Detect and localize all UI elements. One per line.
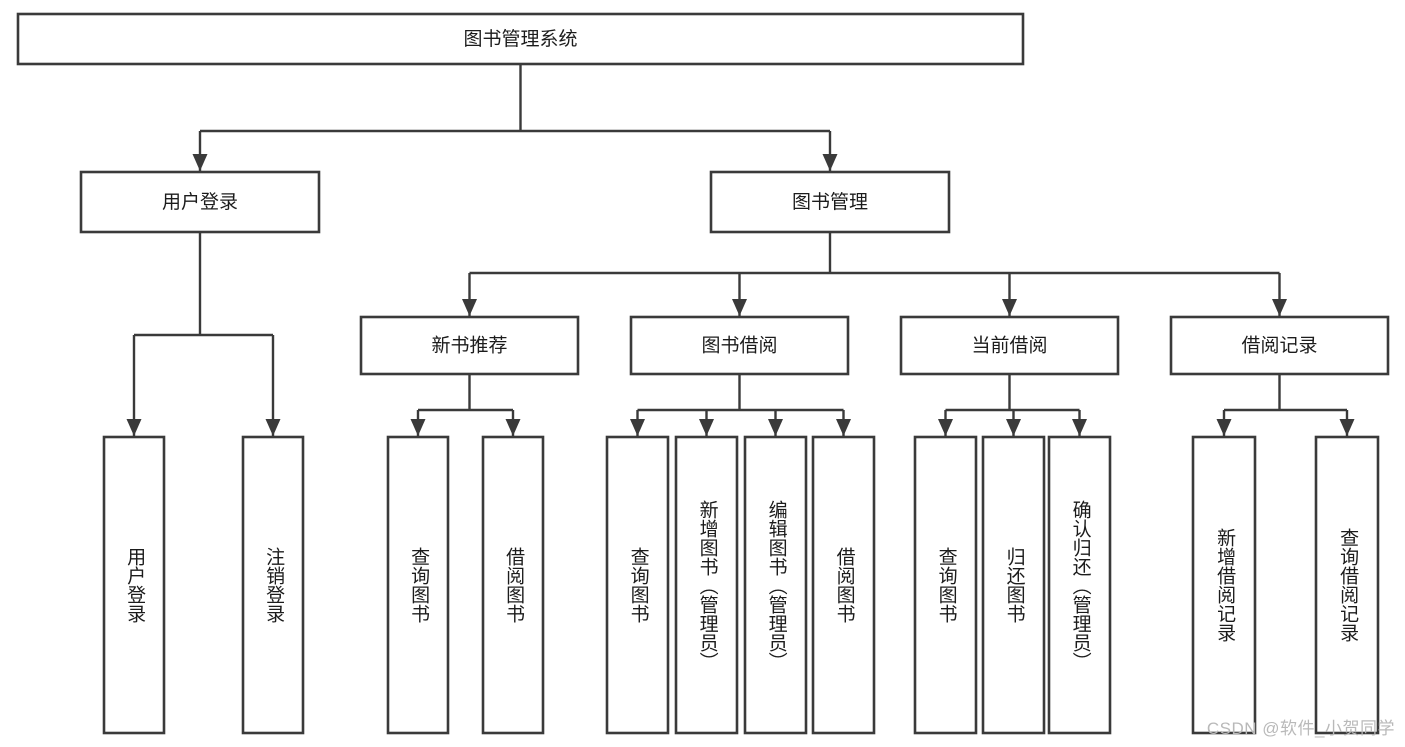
connector-book-borrow-arrow-1 (699, 419, 714, 436)
leaf-node-leaf-query-book-rec[interactable] (386, 435, 450, 735)
leaf-node-leaf-borrow-book[interactable] (811, 435, 876, 735)
node-book-borrow-rect[interactable] (629, 315, 850, 376)
connector-book-borrow-arrow-3 (836, 419, 851, 436)
leaf-node-leaf-query-book-borrow[interactable] (605, 435, 670, 735)
connector-borrow-record-lines (1222, 374, 1349, 436)
connector-new-book-recommend-arrow-0 (410, 419, 426, 436)
leaf-node-leaf-add-record[interactable] (1191, 435, 1257, 735)
connector-user-login-arrow-0 (126, 419, 142, 436)
node-current-borrow-rect[interactable] (899, 315, 1120, 376)
connector-current-borrow-arrow-1 (1006, 419, 1021, 436)
node-new-book-recommend-label: 新书推荐 (431, 335, 507, 357)
node-book-manage-rect[interactable] (709, 170, 951, 234)
connector-user-login-arrow-1 (265, 419, 281, 436)
leaf-node-leaf-user-logout[interactable] (241, 435, 305, 735)
connector-book-manage-lines (468, 232, 1281, 316)
connector-book-manage-arrow-3 (1272, 299, 1287, 316)
connector-root-lines (198, 64, 832, 171)
leaf-node-leaf-edit-book-rect[interactable] (743, 435, 808, 735)
leaf-node-leaf-return-book-rect[interactable] (981, 435, 1046, 735)
root-node-system-rect[interactable] (16, 12, 1025, 66)
leaf-node-leaf-borrow-book-rec-rect[interactable] (481, 435, 545, 735)
connector-user-login-lines (132, 232, 275, 436)
connector-current-borrow-arrow-2 (1072, 419, 1087, 436)
node-user-login[interactable]: 用户登录 (79, 170, 321, 234)
leaf-node-leaf-user-logout-rect[interactable] (241, 435, 305, 735)
node-new-book-recommend-rect[interactable] (359, 315, 580, 376)
connector-root-arrow-0 (192, 154, 208, 171)
node-borrow-record-rect[interactable] (1169, 315, 1390, 376)
node-current-borrow-label: 当前借阅 (971, 335, 1047, 357)
node-borrow-record[interactable]: 借阅记录 (1169, 315, 1390, 376)
root-node-system[interactable]: 图书管理系统 (16, 12, 1025, 66)
leaf-node-leaf-query-book-rec-rect[interactable] (386, 435, 450, 735)
node-book-manage[interactable]: 图书管理 (709, 170, 951, 234)
root-node-system-label: 图书管理系统 (463, 28, 577, 50)
leaf-node-leaf-return-book[interactable] (981, 435, 1046, 735)
leaf-node-leaf-user-login[interactable] (102, 435, 166, 735)
node-current-borrow[interactable]: 当前借阅 (899, 315, 1120, 376)
connector-book-manage-arrow-1 (732, 299, 747, 316)
node-new-book-recommend[interactable]: 新书推荐 (359, 315, 580, 376)
connector-new-book-recommend-arrow-1 (505, 419, 521, 436)
node-user-login-rect[interactable] (79, 170, 321, 234)
connector-book-borrow-arrow-0 (630, 419, 645, 436)
node-book-manage-label: 图书管理 (792, 191, 868, 213)
connector-new-book-recommend-lines (416, 374, 515, 436)
leaf-node-leaf-add-book-rect[interactable] (674, 435, 739, 735)
leaf-node-leaf-confirm-return-rect[interactable] (1047, 435, 1112, 735)
leaf-node-leaf-borrow-book-rect[interactable] (811, 435, 876, 735)
connector-borrow-record-arrow-0 (1216, 419, 1232, 436)
leaf-node-leaf-query-record[interactable] (1314, 435, 1380, 735)
node-borrow-record-label: 借阅记录 (1241, 335, 1317, 357)
node-book-borrow-label: 图书借阅 (701, 335, 777, 357)
leaf-node-leaf-user-login-rect[interactable] (102, 435, 166, 735)
connector-book-borrow-lines (636, 374, 845, 436)
leaf-node-leaf-confirm-return[interactable] (1047, 435, 1112, 735)
connector-root-arrow-1 (822, 154, 838, 171)
leaf-node-leaf-query-book-current[interactable] (913, 435, 978, 735)
leaf-node-leaf-query-book-current-rect[interactable] (913, 435, 978, 735)
node-user-login-label: 用户登录 (162, 191, 238, 213)
connector-layer (126, 64, 1355, 436)
connector-book-manage-arrow-0 (462, 299, 477, 316)
connector-book-manage-arrow-2 (1002, 299, 1017, 316)
leaf-node-leaf-query-book-borrow-rect[interactable] (605, 435, 670, 735)
leaf-node-leaf-borrow-book-rec[interactable] (481, 435, 545, 735)
leaf-node-leaf-add-record-rect[interactable] (1191, 435, 1257, 735)
leaf-node-leaf-query-record-rect[interactable] (1314, 435, 1380, 735)
connector-borrow-record-arrow-1 (1339, 419, 1355, 436)
connector-current-borrow-arrow-0 (938, 419, 953, 436)
leaf-node-leaf-edit-book[interactable] (743, 435, 808, 735)
leaf-node-leaf-add-book[interactable] (674, 435, 739, 735)
node-book-borrow[interactable]: 图书借阅 (629, 315, 850, 376)
connector-book-borrow-arrow-2 (768, 419, 783, 436)
